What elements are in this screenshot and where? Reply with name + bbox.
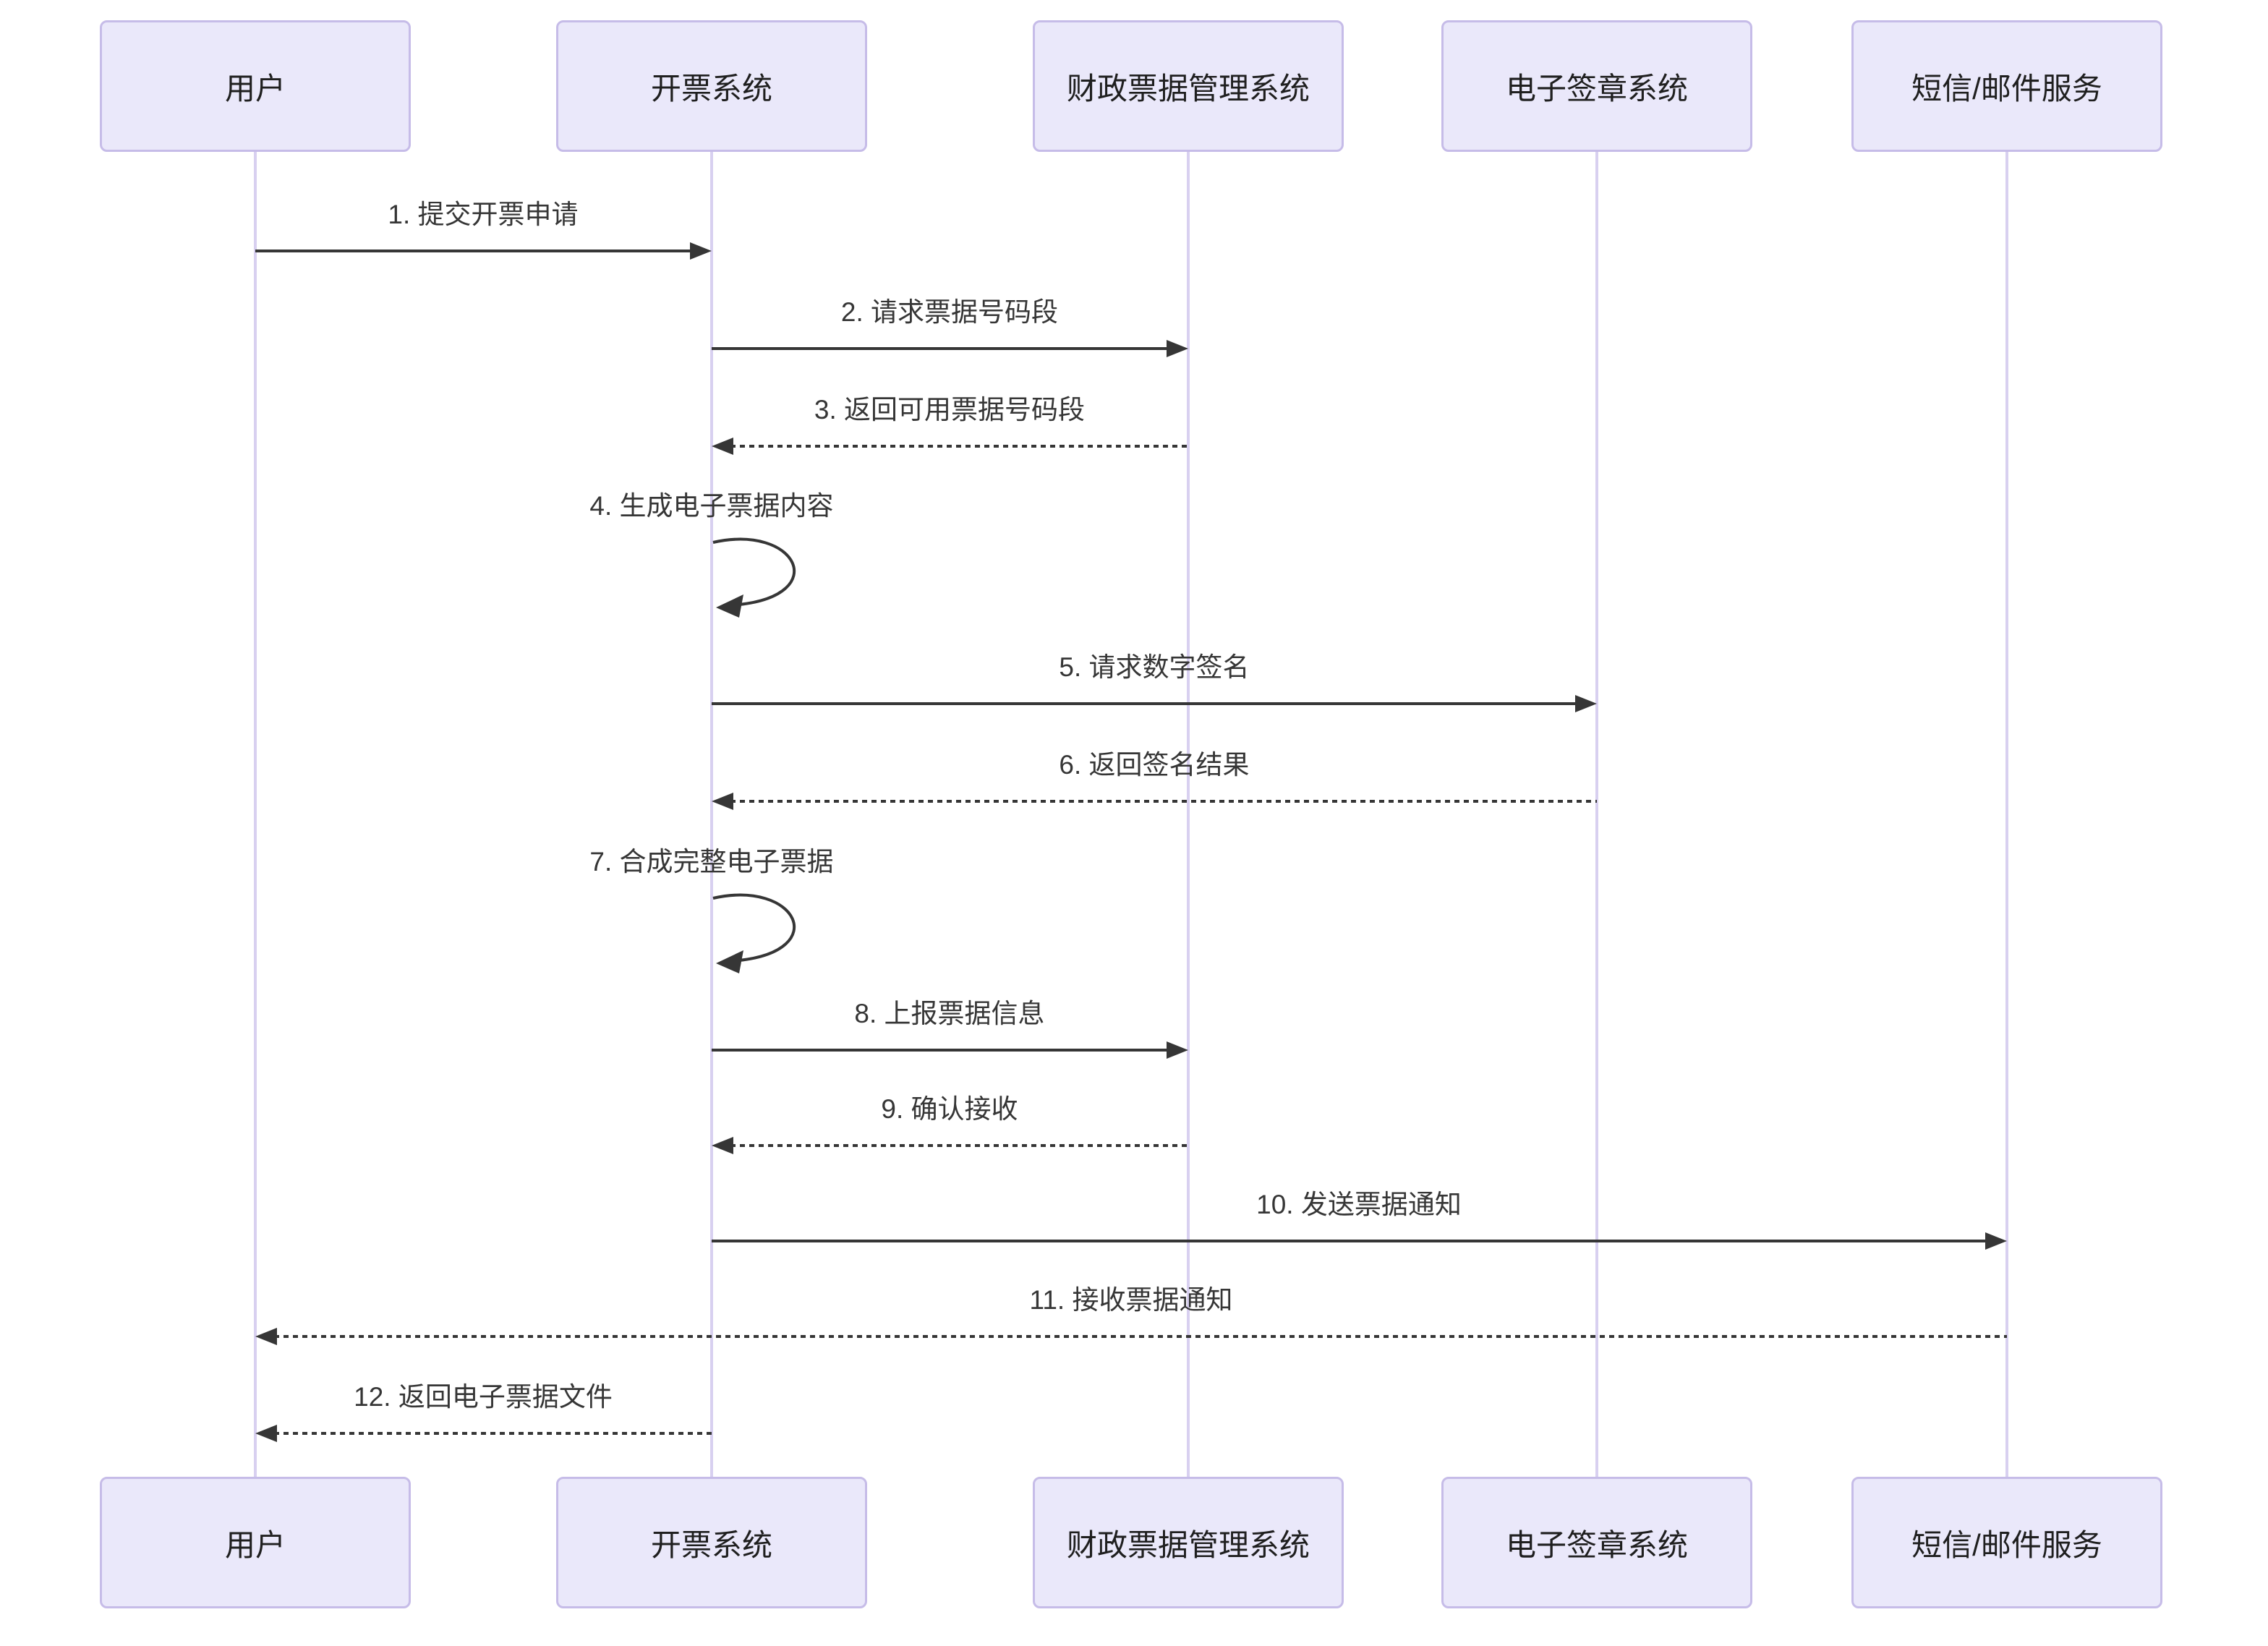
actor-bottom-invoicing-system: 开票系统 xyxy=(556,1477,867,1608)
message-1-label: 1. 提交开票申请 xyxy=(388,200,579,229)
actor-label: 财政票据管理系统 xyxy=(1066,71,1310,106)
message-4-selfloop-arrow xyxy=(712,537,796,618)
actor-bottom-sms-email-service: 短信/邮件服务 xyxy=(1851,1477,2162,1608)
actor-top-fiscal-bill-system: 财政票据管理系统 xyxy=(1033,20,1344,152)
actor-label: 用户 xyxy=(224,1527,286,1562)
message-11-label: 11. 接收票据通知 xyxy=(1029,1285,1233,1315)
actor-label: 用户 xyxy=(224,71,286,106)
message-2-arrowhead-icon xyxy=(1167,340,1188,357)
message-1-arrowhead-icon xyxy=(690,242,712,260)
lifeline-user xyxy=(254,152,257,1477)
actor-label: 电子签章系统 xyxy=(1505,71,1688,106)
actor-label: 电子签章系统 xyxy=(1505,1527,1688,1562)
actor-bottom-user: 用户 xyxy=(100,1477,411,1608)
message-3-label: 3. 返回可用票据号码段 xyxy=(814,395,1086,425)
actor-bottom-esign-system: 电子签章系统 xyxy=(1441,1477,1752,1608)
lifeline-esign-system xyxy=(1595,152,1598,1477)
message-7-label: 7. 合成完整电子票据 xyxy=(589,847,834,877)
message-10-arrowhead-icon xyxy=(1985,1232,2007,1250)
actor-top-invoicing-system: 开票系统 xyxy=(556,20,867,152)
message-2-line xyxy=(712,347,1169,350)
message-10-line xyxy=(712,1240,1988,1242)
message-5-line xyxy=(712,702,1578,705)
message-9-line xyxy=(730,1144,1188,1147)
message-8-line xyxy=(712,1049,1169,1052)
message-1-line xyxy=(255,250,693,252)
message-10-label: 10. 发送票据通知 xyxy=(1256,1190,1462,1219)
actor-top-user: 用户 xyxy=(100,20,411,152)
selfloop-arrowhead-icon xyxy=(716,594,743,618)
message-3-line xyxy=(730,445,1188,448)
actor-label: 财政票据管理系统 xyxy=(1066,1527,1310,1562)
message-11-line xyxy=(274,1335,2007,1338)
lifeline-invoicing-system xyxy=(710,152,713,1477)
message-8-label: 8. 上报票据信息 xyxy=(854,999,1045,1028)
actor-label: 开票系统 xyxy=(650,71,772,106)
message-12-line xyxy=(274,1432,712,1435)
selfloop-arrowhead-icon xyxy=(716,950,743,973)
selfloop-curve xyxy=(712,537,796,606)
message-3-arrowhead-icon xyxy=(712,438,733,455)
message-7-selfloop-arrow xyxy=(712,893,796,973)
message-5-label: 5. 请求数字签名 xyxy=(1059,652,1250,682)
actor-top-sms-email-service: 短信/邮件服务 xyxy=(1851,20,2162,152)
lifeline-sms-email-service xyxy=(2005,152,2008,1477)
lifeline-fiscal-bill-system xyxy=(1187,152,1190,1477)
message-6-label: 6. 返回签名结果 xyxy=(1059,750,1250,780)
actor-label: 短信/邮件服务 xyxy=(1911,1527,2102,1562)
message-2-label: 2. 请求票据号码段 xyxy=(840,297,1059,327)
message-6-arrowhead-icon xyxy=(712,793,733,810)
message-6-line xyxy=(730,800,1597,803)
actor-bottom-fiscal-bill-system: 财政票据管理系统 xyxy=(1033,1477,1344,1608)
message-12-label: 12. 返回电子票据文件 xyxy=(354,1382,613,1412)
actor-label: 短信/邮件服务 xyxy=(1911,71,2102,106)
message-11-arrowhead-icon xyxy=(255,1328,277,1345)
message-9-arrowhead-icon xyxy=(712,1137,733,1154)
actor-label: 开票系统 xyxy=(650,1527,772,1562)
message-5-arrowhead-icon xyxy=(1575,695,1597,712)
message-12-arrowhead-icon xyxy=(255,1425,277,1442)
selfloop-curve xyxy=(712,893,796,962)
actor-top-esign-system: 电子签章系统 xyxy=(1441,20,1752,152)
message-8-arrowhead-icon xyxy=(1167,1041,1188,1059)
message-4-label: 4. 生成电子票据内容 xyxy=(589,491,834,521)
message-9-label: 9. 确认接收 xyxy=(881,1094,1018,1124)
